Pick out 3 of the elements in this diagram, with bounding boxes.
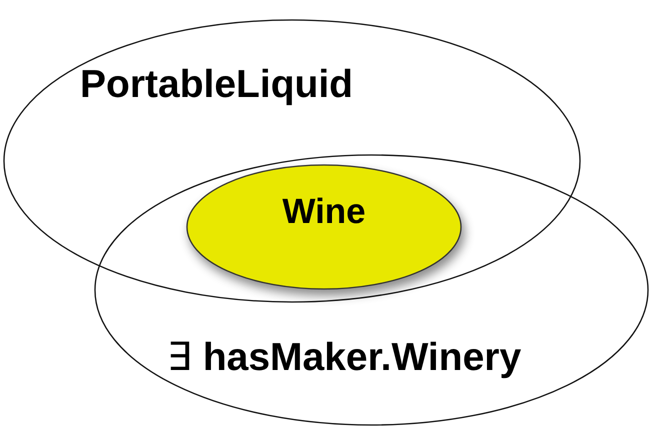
set-label: PortableLiquid	[80, 64, 353, 107]
set-label: ∃ hasMaker.Winery	[167, 337, 522, 380]
set-label: Wine	[281, 193, 367, 232]
